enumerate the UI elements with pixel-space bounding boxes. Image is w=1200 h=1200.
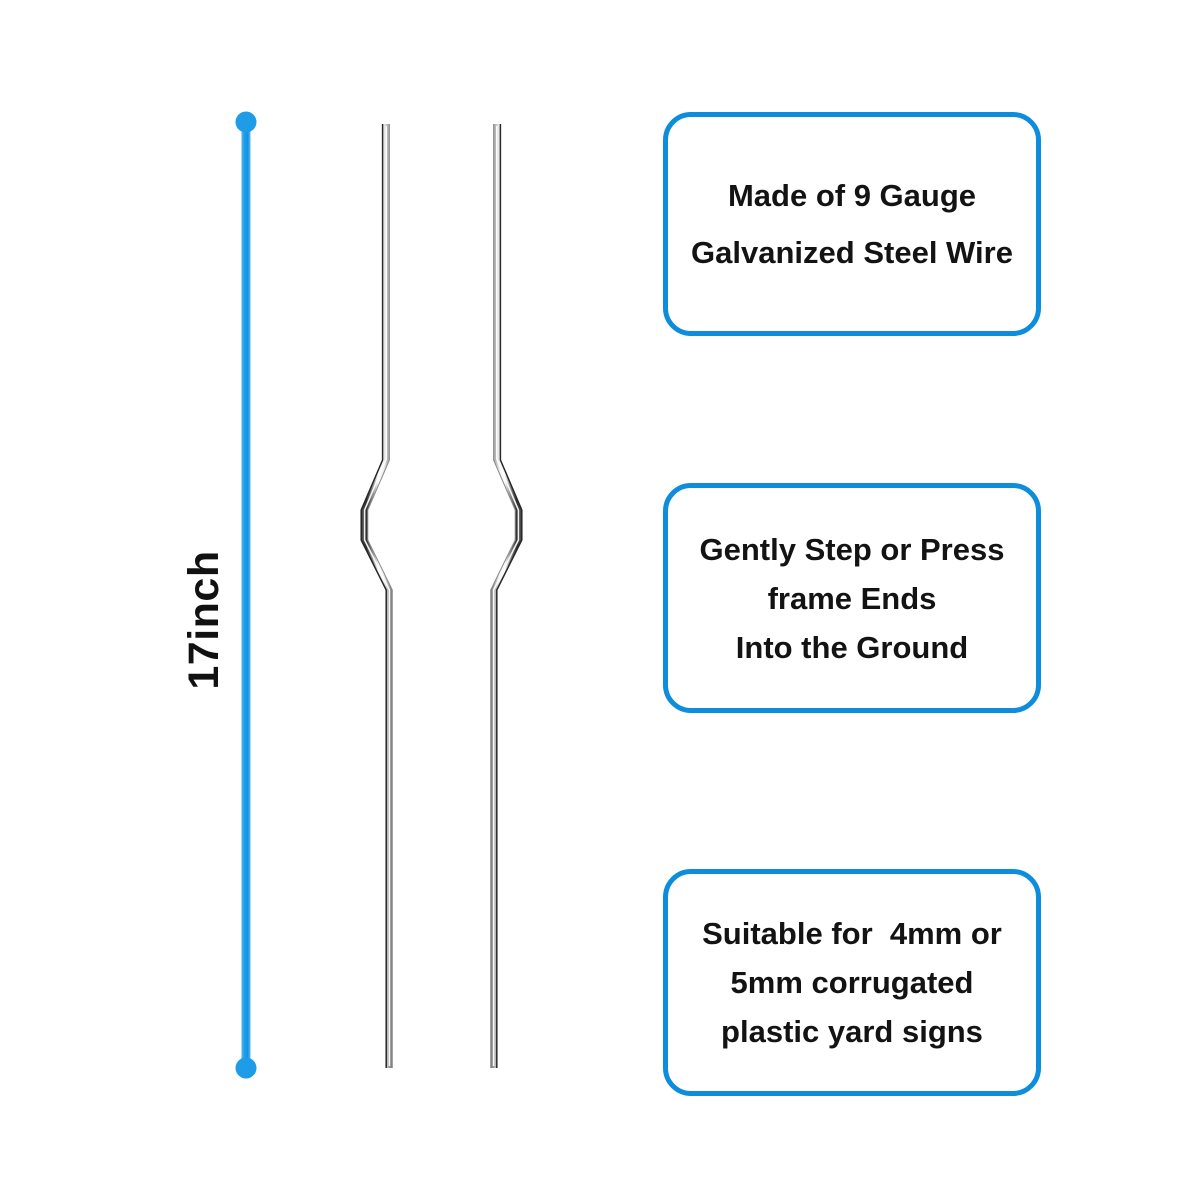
callout-text-line: 5mm corrugated bbox=[730, 965, 974, 1000]
stake-leg-left-highlight bbox=[363, 126, 391, 1066]
stake-leg-left-outer-edge bbox=[360, 124, 387, 1068]
wire-stake-illustration bbox=[330, 90, 560, 1100]
stake-leg-right bbox=[490, 124, 523, 1068]
callout-text-line: Galvanized Steel Wire bbox=[691, 235, 1013, 270]
dimension-annotation: 17inch bbox=[179, 111, 257, 1079]
stake-leg-right-highlight bbox=[492, 126, 520, 1066]
dimension-shaft bbox=[241, 120, 251, 1070]
callout-box-material: Made of 9 Gauge Galvanized Steel Wire bbox=[663, 112, 1041, 336]
wire-stake-graphic bbox=[360, 124, 523, 1068]
stake-leg-left bbox=[360, 124, 393, 1068]
callout-text-line: frame Ends bbox=[767, 580, 937, 616]
callout-text-line: Into the Ground bbox=[735, 629, 969, 665]
dimension-endpoint-bottom bbox=[235, 1057, 257, 1079]
callout-box-compatibility: Suitable for 4mm or 5mm corrugated plast… bbox=[663, 869, 1041, 1096]
callout-text-line: Suitable for 4mm or bbox=[702, 916, 1002, 951]
callout-text-line: Gently Step or Press bbox=[699, 531, 1005, 567]
callout-box-installation: Gently Step or Press frame Ends Into the… bbox=[663, 483, 1041, 713]
callout-text-line: Made of 9 Gauge bbox=[727, 178, 977, 213]
stake-leg-right-inner-edge bbox=[490, 124, 516, 1068]
dimension-endpoint-top bbox=[235, 111, 257, 133]
stake-leg-right-outer-edge bbox=[496, 124, 523, 1068]
dimension-line-graphic bbox=[235, 111, 257, 1079]
dimension-label: 17inch bbox=[179, 550, 228, 690]
stake-leg-left-inner-edge bbox=[367, 124, 393, 1068]
callout-text-line: plastic yard signs bbox=[721, 1014, 983, 1049]
